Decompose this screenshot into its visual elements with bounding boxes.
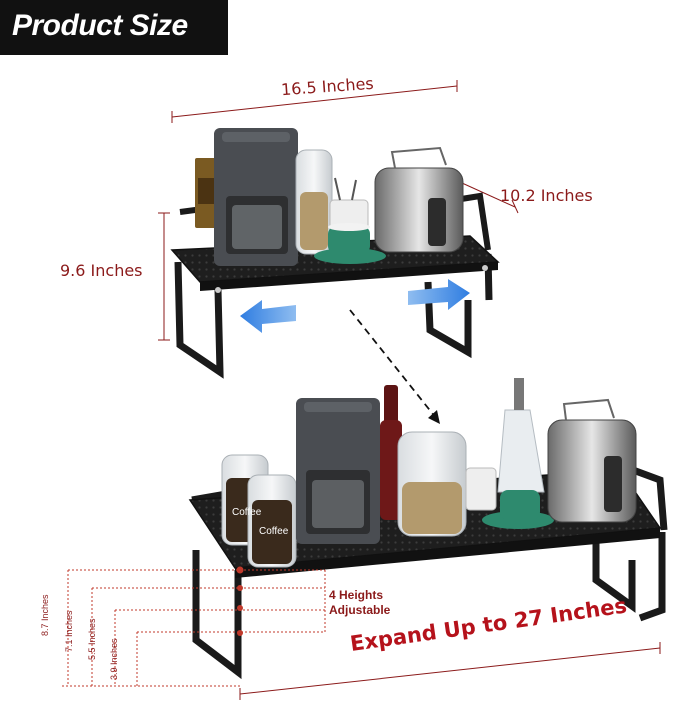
title-badge: Product Size [0,0,228,55]
page-title: Product Size [12,9,188,42]
depth-dimension-line [461,182,519,214]
height-levels-guides [62,569,326,687]
expand-right-arrow [408,279,470,310]
adjustable-line-2: Adjustable [329,603,391,617]
height-dimension-line [158,212,170,341]
depth-label: 10.2 Inches [500,186,593,205]
coffee-label-2: Coffee [259,526,289,537]
adjustable-line-1: 4 Heights [329,588,384,602]
expand-left-arrow [240,300,296,333]
adjustable-heights-label: 4 Heights Adjustable [329,588,390,618]
height-level-3-9: 3.9 Inches [109,638,119,680]
height-level-7-1: 7.1 Inches [64,610,74,652]
height-level-5-5: 5.5 Inches [87,618,97,660]
height-label: 9.6 Inches [60,261,143,280]
coffee-label-1: Coffee [232,507,262,518]
height-level-8-7: 8.7 Inches [40,594,50,636]
expand-dimension-line [239,642,661,700]
top-shelf [170,128,500,379]
bottom-shelf [188,378,668,680]
width-dimension-line [171,80,458,123]
transition-dashed-arrow [349,309,440,424]
